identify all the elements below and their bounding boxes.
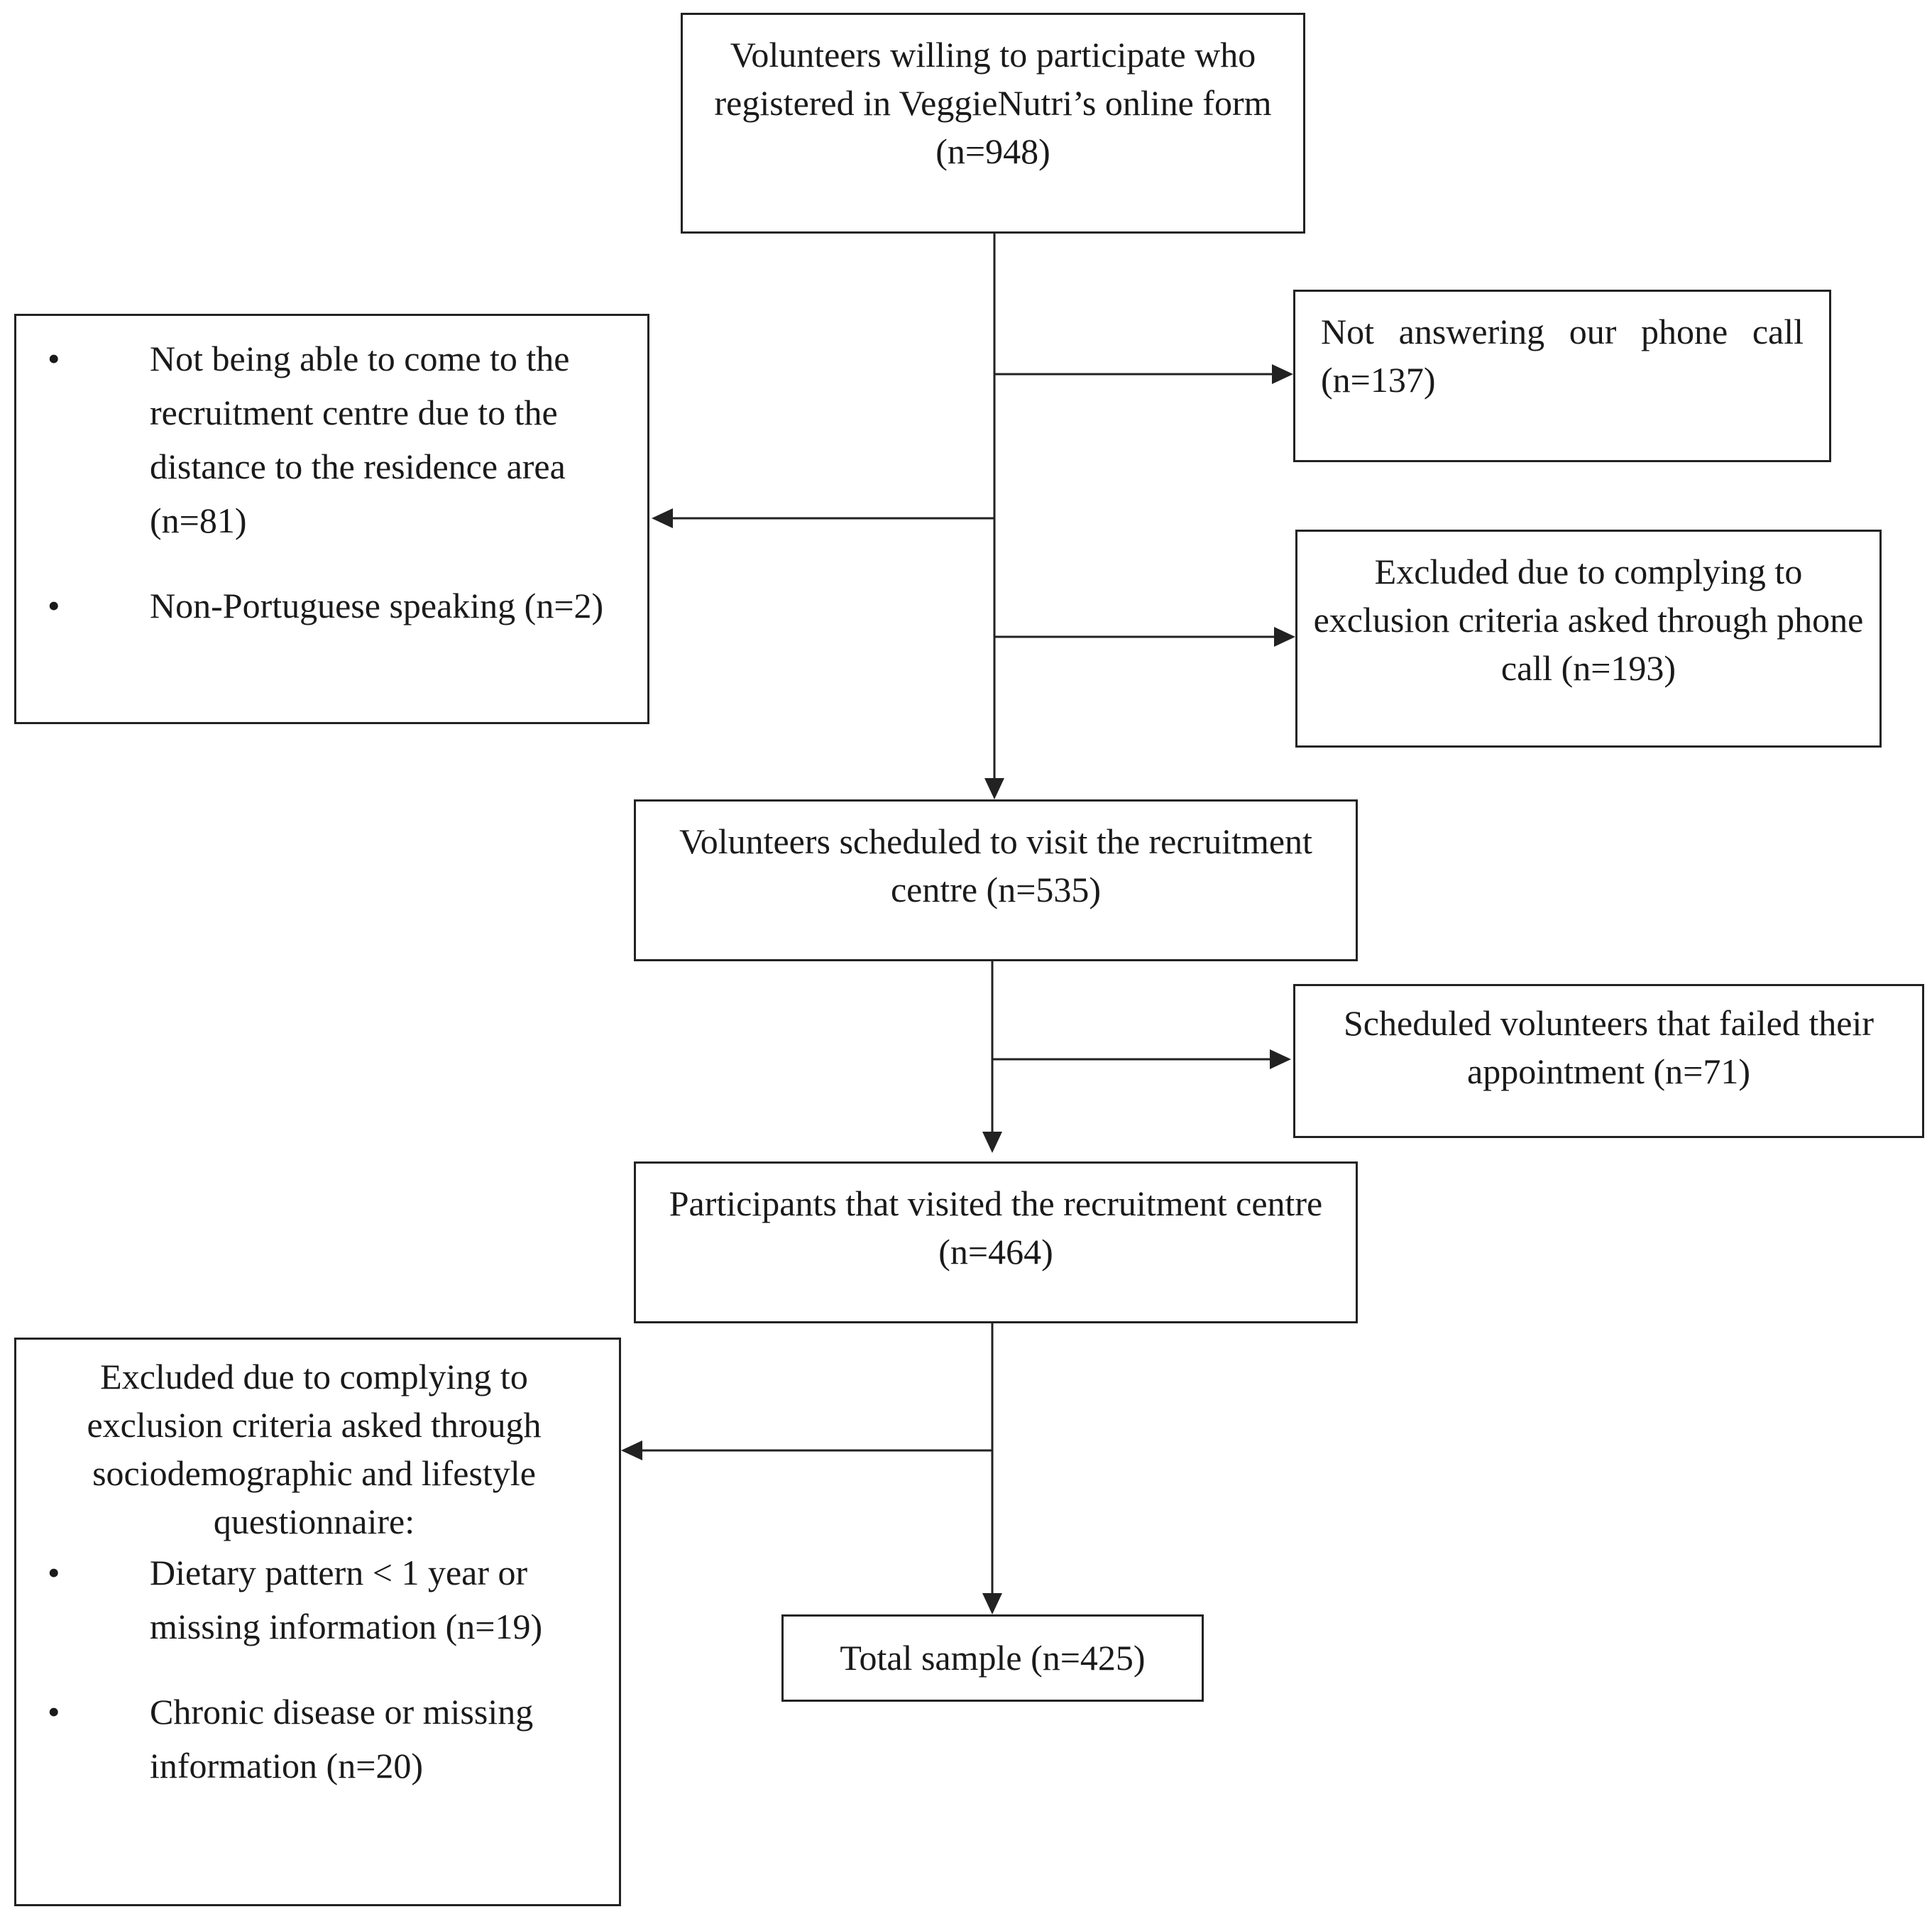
node-scheduled: Volunteers scheduled to visit the recrui…	[634, 799, 1358, 961]
node-registered-text: Volunteers willing to participate who re…	[714, 35, 1272, 171]
distance-exclusion-list: Not being able to come to the recruitmen…	[23, 332, 626, 633]
node-visited-text: Participants that visited the recruitmen…	[669, 1183, 1323, 1272]
arrowhead-into-visited	[982, 1132, 1002, 1153]
arrowhead-into-failed-appointment	[1270, 1049, 1291, 1069]
node-not-answering: Not answering our phone call (n=137)	[1293, 290, 1831, 462]
node-scheduled-text: Volunteers scheduled to visit the recrui…	[679, 821, 1312, 909]
arrowhead-into-questionnaire-exclusion	[621, 1440, 642, 1460]
questionnaire-exclusion-list: Dietary pattern < 1 year or missing info…	[23, 1546, 605, 1793]
node-questionnaire-exclusion: Excluded due to complying to exclusion c…	[14, 1338, 621, 1906]
node-failed-appointment: Scheduled volunteers that failed their a…	[1293, 984, 1924, 1138]
distance-exclusion-item: Not being able to come to the recruitmen…	[23, 332, 626, 547]
questionnaire-exclusion-heading: Excluded due to complying to exclusion c…	[87, 1357, 542, 1541]
node-not-answering-text: Not answering our phone call (n=137)	[1321, 312, 1804, 400]
node-phone-exclusion-text: Excluded due to complying to exclusion c…	[1313, 552, 1864, 688]
questionnaire-exclusion-item: Dietary pattern < 1 year or missing info…	[23, 1546, 605, 1653]
node-phone-exclusion: Excluded due to complying to exclusion c…	[1295, 530, 1882, 748]
arrowhead-into-scheduled	[984, 778, 1004, 799]
node-total: Total sample (n=425)	[781, 1614, 1204, 1702]
arrowhead-into-not-answering	[1272, 364, 1293, 384]
node-distance-exclusion: Not being able to come to the recruitmen…	[14, 314, 649, 724]
arrowhead-into-distance-exclusion	[652, 508, 673, 528]
distance-exclusion-item: Non-Portuguese speaking (n=2)	[23, 579, 626, 633]
node-registered: Volunteers willing to participate who re…	[681, 13, 1305, 234]
questionnaire-exclusion-item: Chronic disease or missing information (…	[23, 1685, 605, 1793]
node-total-text: Total sample (n=425)	[840, 1638, 1146, 1678]
connector-group	[621, 233, 1295, 1614]
arrowhead-into-phone-exclusion	[1274, 627, 1295, 647]
node-failed-appointment-text: Scheduled volunteers that failed their a…	[1344, 1003, 1874, 1091]
arrowhead-into-total	[982, 1593, 1002, 1614]
node-visited: Participants that visited the recruitmen…	[634, 1161, 1358, 1323]
